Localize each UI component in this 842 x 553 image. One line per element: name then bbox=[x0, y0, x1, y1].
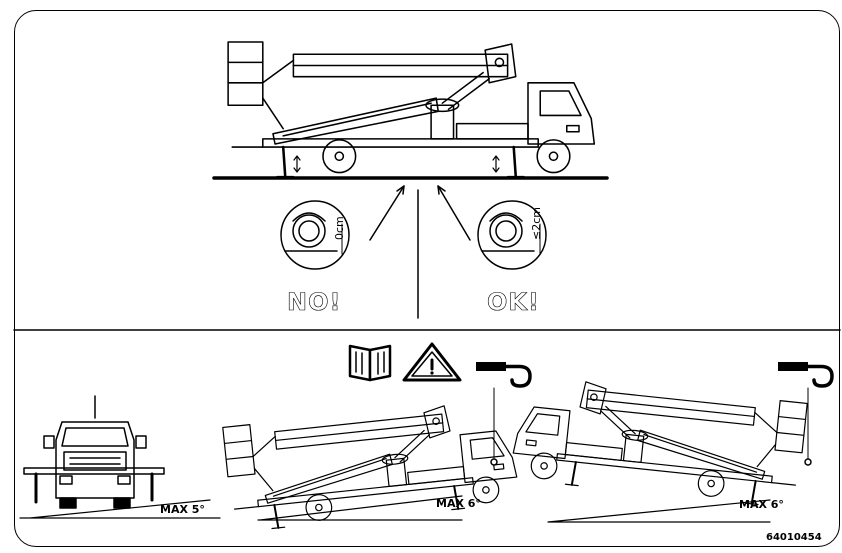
ok-label: OK! bbox=[487, 288, 540, 317]
callout-arrows bbox=[369, 185, 471, 241]
max-slope-back-label: MAX 6° bbox=[739, 498, 784, 511]
front-view-truck bbox=[23, 395, 165, 509]
no-label: NO! bbox=[287, 288, 342, 317]
max-side-tilt-label: MAX 5° bbox=[160, 503, 205, 516]
document-code: 64010454 bbox=[766, 532, 822, 543]
no-detail-circle bbox=[280, 200, 350, 270]
slope-ground-3 bbox=[547, 499, 771, 523]
gap-no-label: 0cm bbox=[333, 216, 346, 240]
diagram-frame bbox=[14, 10, 840, 547]
ok-detail-circle bbox=[477, 200, 547, 270]
warning-triangle-icon bbox=[402, 342, 462, 382]
tow-hook-icon-right bbox=[776, 360, 834, 466]
slope-ground-2 bbox=[257, 495, 463, 521]
gap-ok-label: ≤2cm bbox=[530, 207, 543, 240]
manual-book-icon bbox=[348, 344, 392, 382]
slope-ground-1 bbox=[19, 499, 221, 519]
max-slope-front-label: MAX 6° bbox=[436, 497, 481, 510]
level-arrows bbox=[293, 155, 500, 173]
